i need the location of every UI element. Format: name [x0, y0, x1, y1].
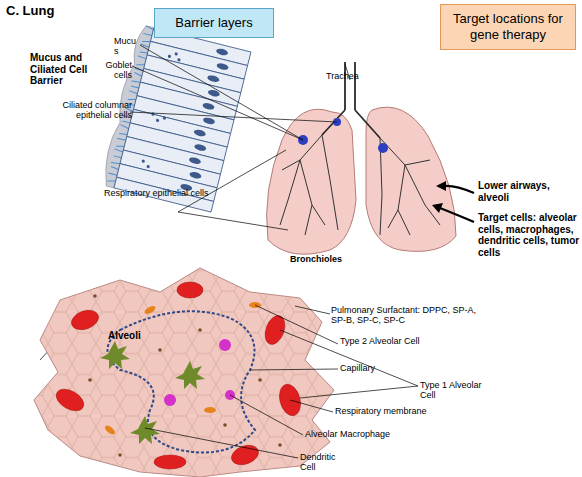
part-label: Target cells: alveolar cells, macrophage…	[478, 212, 582, 258]
part-label: Alveolar Macrophage	[305, 429, 435, 439]
part-label: Respiratory membrane	[335, 406, 465, 416]
part-label: Type 2 Alveolar Cell	[340, 336, 450, 346]
part-label: Pulmonary Surfactant: DPPC, SP-A, SP-B, …	[331, 305, 481, 326]
box-text: Barrier layers	[175, 15, 252, 31]
part-label: Capillary	[340, 363, 420, 373]
part-label: Alveoli	[108, 330, 168, 342]
part-label: Mucu s	[114, 36, 140, 57]
part-label: Lower airways, alveoli	[478, 180, 578, 203]
part-label: Goblet cells	[88, 60, 132, 81]
box-text: Target locations for gene therapy	[445, 11, 571, 42]
part-label: Type 1 Alveolar Cell	[420, 380, 482, 401]
figure-title: C. Lung	[6, 4, 54, 19]
part-label: Mucus and Ciliated Cell Barrier	[30, 52, 110, 87]
part-label: Dendritic Cell	[300, 452, 350, 473]
part-label: Trachea	[326, 71, 386, 81]
part-label: Respiratory epithelial cells	[104, 188, 254, 198]
title-box: Target locations for gene therapy	[440, 4, 576, 50]
title-box: Barrier layers	[154, 8, 274, 38]
part-label: Bronchioles	[290, 254, 370, 264]
part-label: Ciliated columnar epithelial cells	[60, 100, 132, 121]
